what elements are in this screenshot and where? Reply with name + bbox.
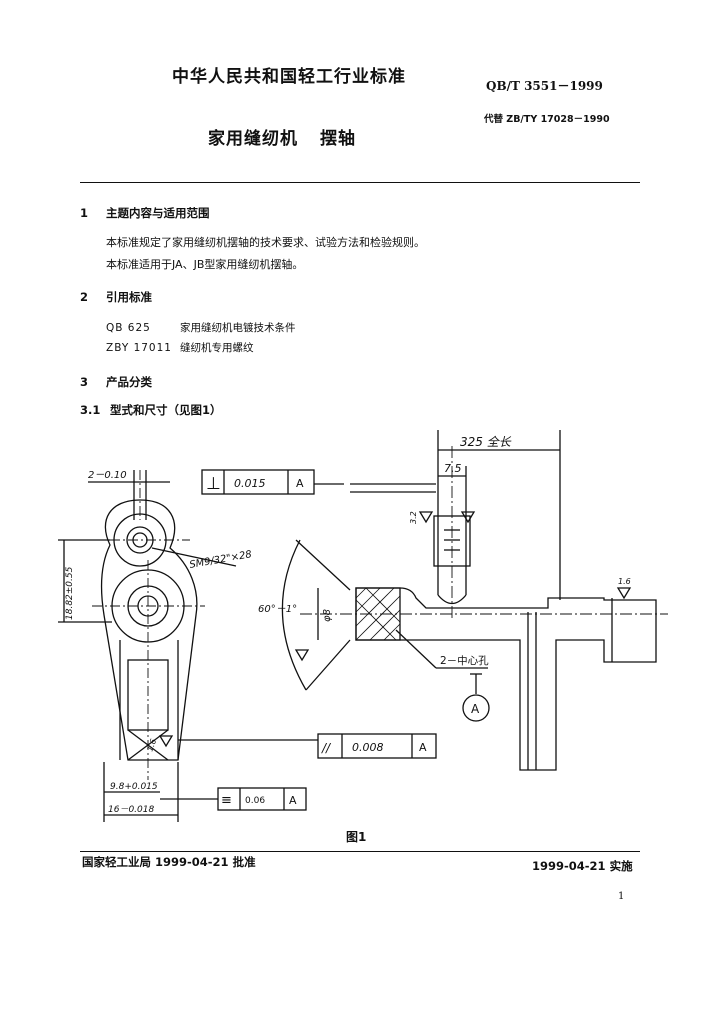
header-rule — [80, 182, 640, 183]
surface-roughness-3-2: 3.2 — [409, 511, 418, 524]
fcf-symmetry: ≡ 0.06 A — [217, 787, 307, 811]
section-1-paragraph-1: 本标准规定了家用缝纫机摆轴的技术要求、试验方法和检验规则。 — [106, 236, 425, 249]
shaft-view — [355, 490, 657, 771]
dim-thread: SM9/32"×28 — [189, 549, 253, 571]
fcf-perpendicularity: ⊥ 0.015 A — [201, 469, 315, 495]
fcf1-value: 0.015 — [234, 477, 266, 490]
figure-caption: 图1 — [346, 830, 367, 844]
standard-code: QB/T 3551－1999 — [486, 79, 603, 93]
fcf1-datum: A — [296, 477, 304, 490]
page-number: 1 — [618, 891, 625, 902]
datum-a-label: A — [471, 702, 480, 716]
dim-top-hole: 2－0.10 — [88, 470, 127, 481]
title-sub: 摆轴 — [320, 129, 356, 149]
dim-16: 16－0.018 — [108, 805, 154, 815]
standard-organization: 中华人民共和国轻工行业标准 — [172, 67, 406, 87]
fcf3-value: 0.06 — [245, 796, 265, 806]
fcf3-datum: A — [289, 794, 297, 807]
surface-roughness-1-6-left: 1.6 — [145, 738, 158, 753]
section-1-paragraph-2: 本标准适用于JA、JB型家用缝纫机摆轴。 — [106, 258, 304, 271]
fcf3-symbol: ≡ — [221, 793, 232, 808]
title-main: 家用缝纫机 — [208, 129, 298, 149]
fcf2-datum: A — [419, 741, 427, 754]
approval-statement: 国家轻工业局 1999-04-21 批准 — [82, 855, 256, 869]
effective-date: 1999-04-21 实施 — [532, 859, 633, 873]
rocker-arm-view — [100, 499, 198, 761]
dim-7-5: 7.5 — [444, 462, 462, 475]
label-center-holes: 2－中心孔 — [440, 654, 489, 667]
footer-rule — [80, 851, 640, 852]
document-title: 家用缝纫机 摆轴 — [208, 124, 356, 149]
dim-9-8: 9.8+0.015 — [110, 782, 158, 792]
replaces-standard: 代替 ZB/TY 17028－1990 — [484, 114, 610, 125]
dim-angle: 60°－1° — [258, 604, 297, 615]
dim-diameter-8: φ8 — [322, 609, 333, 622]
fcf-parallelism: // 0.008 A — [317, 733, 437, 759]
dim-width-left: 18.82±0.55 — [65, 566, 75, 620]
fcf2-symbol: // — [321, 741, 332, 755]
dim-overall-length: 325 全长 — [460, 435, 512, 449]
fcf1-symbol: ⊥ — [206, 474, 221, 494]
surface-roughness-1-6: 1.6 — [618, 577, 631, 586]
fcf2-value: 0.008 — [352, 741, 384, 754]
